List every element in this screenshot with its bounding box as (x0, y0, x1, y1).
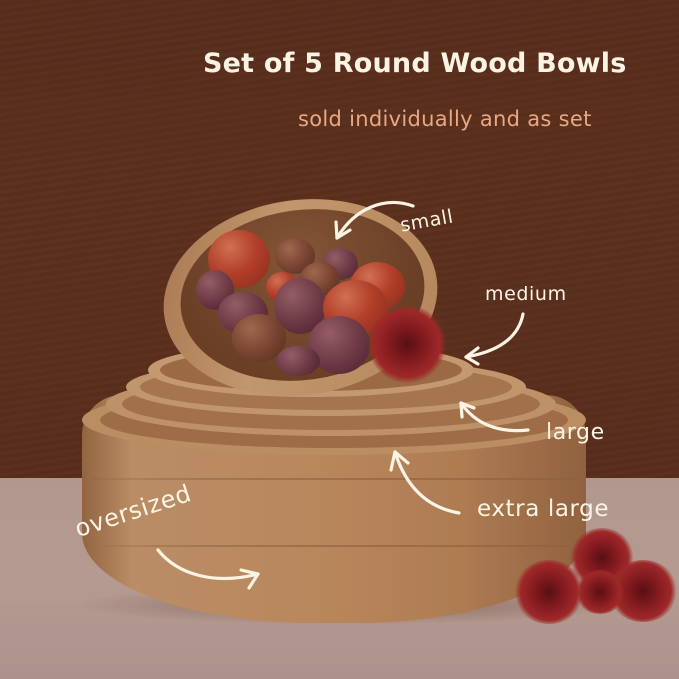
arrow-extra-large-icon (389, 450, 461, 515)
label-large: large (546, 420, 605, 445)
wood-band (90, 478, 580, 480)
label-extra-large: extra large (477, 496, 610, 522)
arrow-large-icon (459, 401, 530, 433)
arrow-oversized-icon (156, 548, 260, 590)
tomato-purple (276, 346, 320, 376)
red-flower (368, 305, 446, 383)
wood-band (100, 545, 570, 547)
product-subtitle: sold individually and as set (298, 107, 592, 131)
arrow-small-icon (334, 201, 415, 240)
label-medium: medium (485, 283, 567, 305)
arrow-medium-icon (464, 312, 525, 366)
red-flower (575, 570, 625, 614)
product-title: Set of 5 Round Wood Bowls (203, 48, 627, 79)
